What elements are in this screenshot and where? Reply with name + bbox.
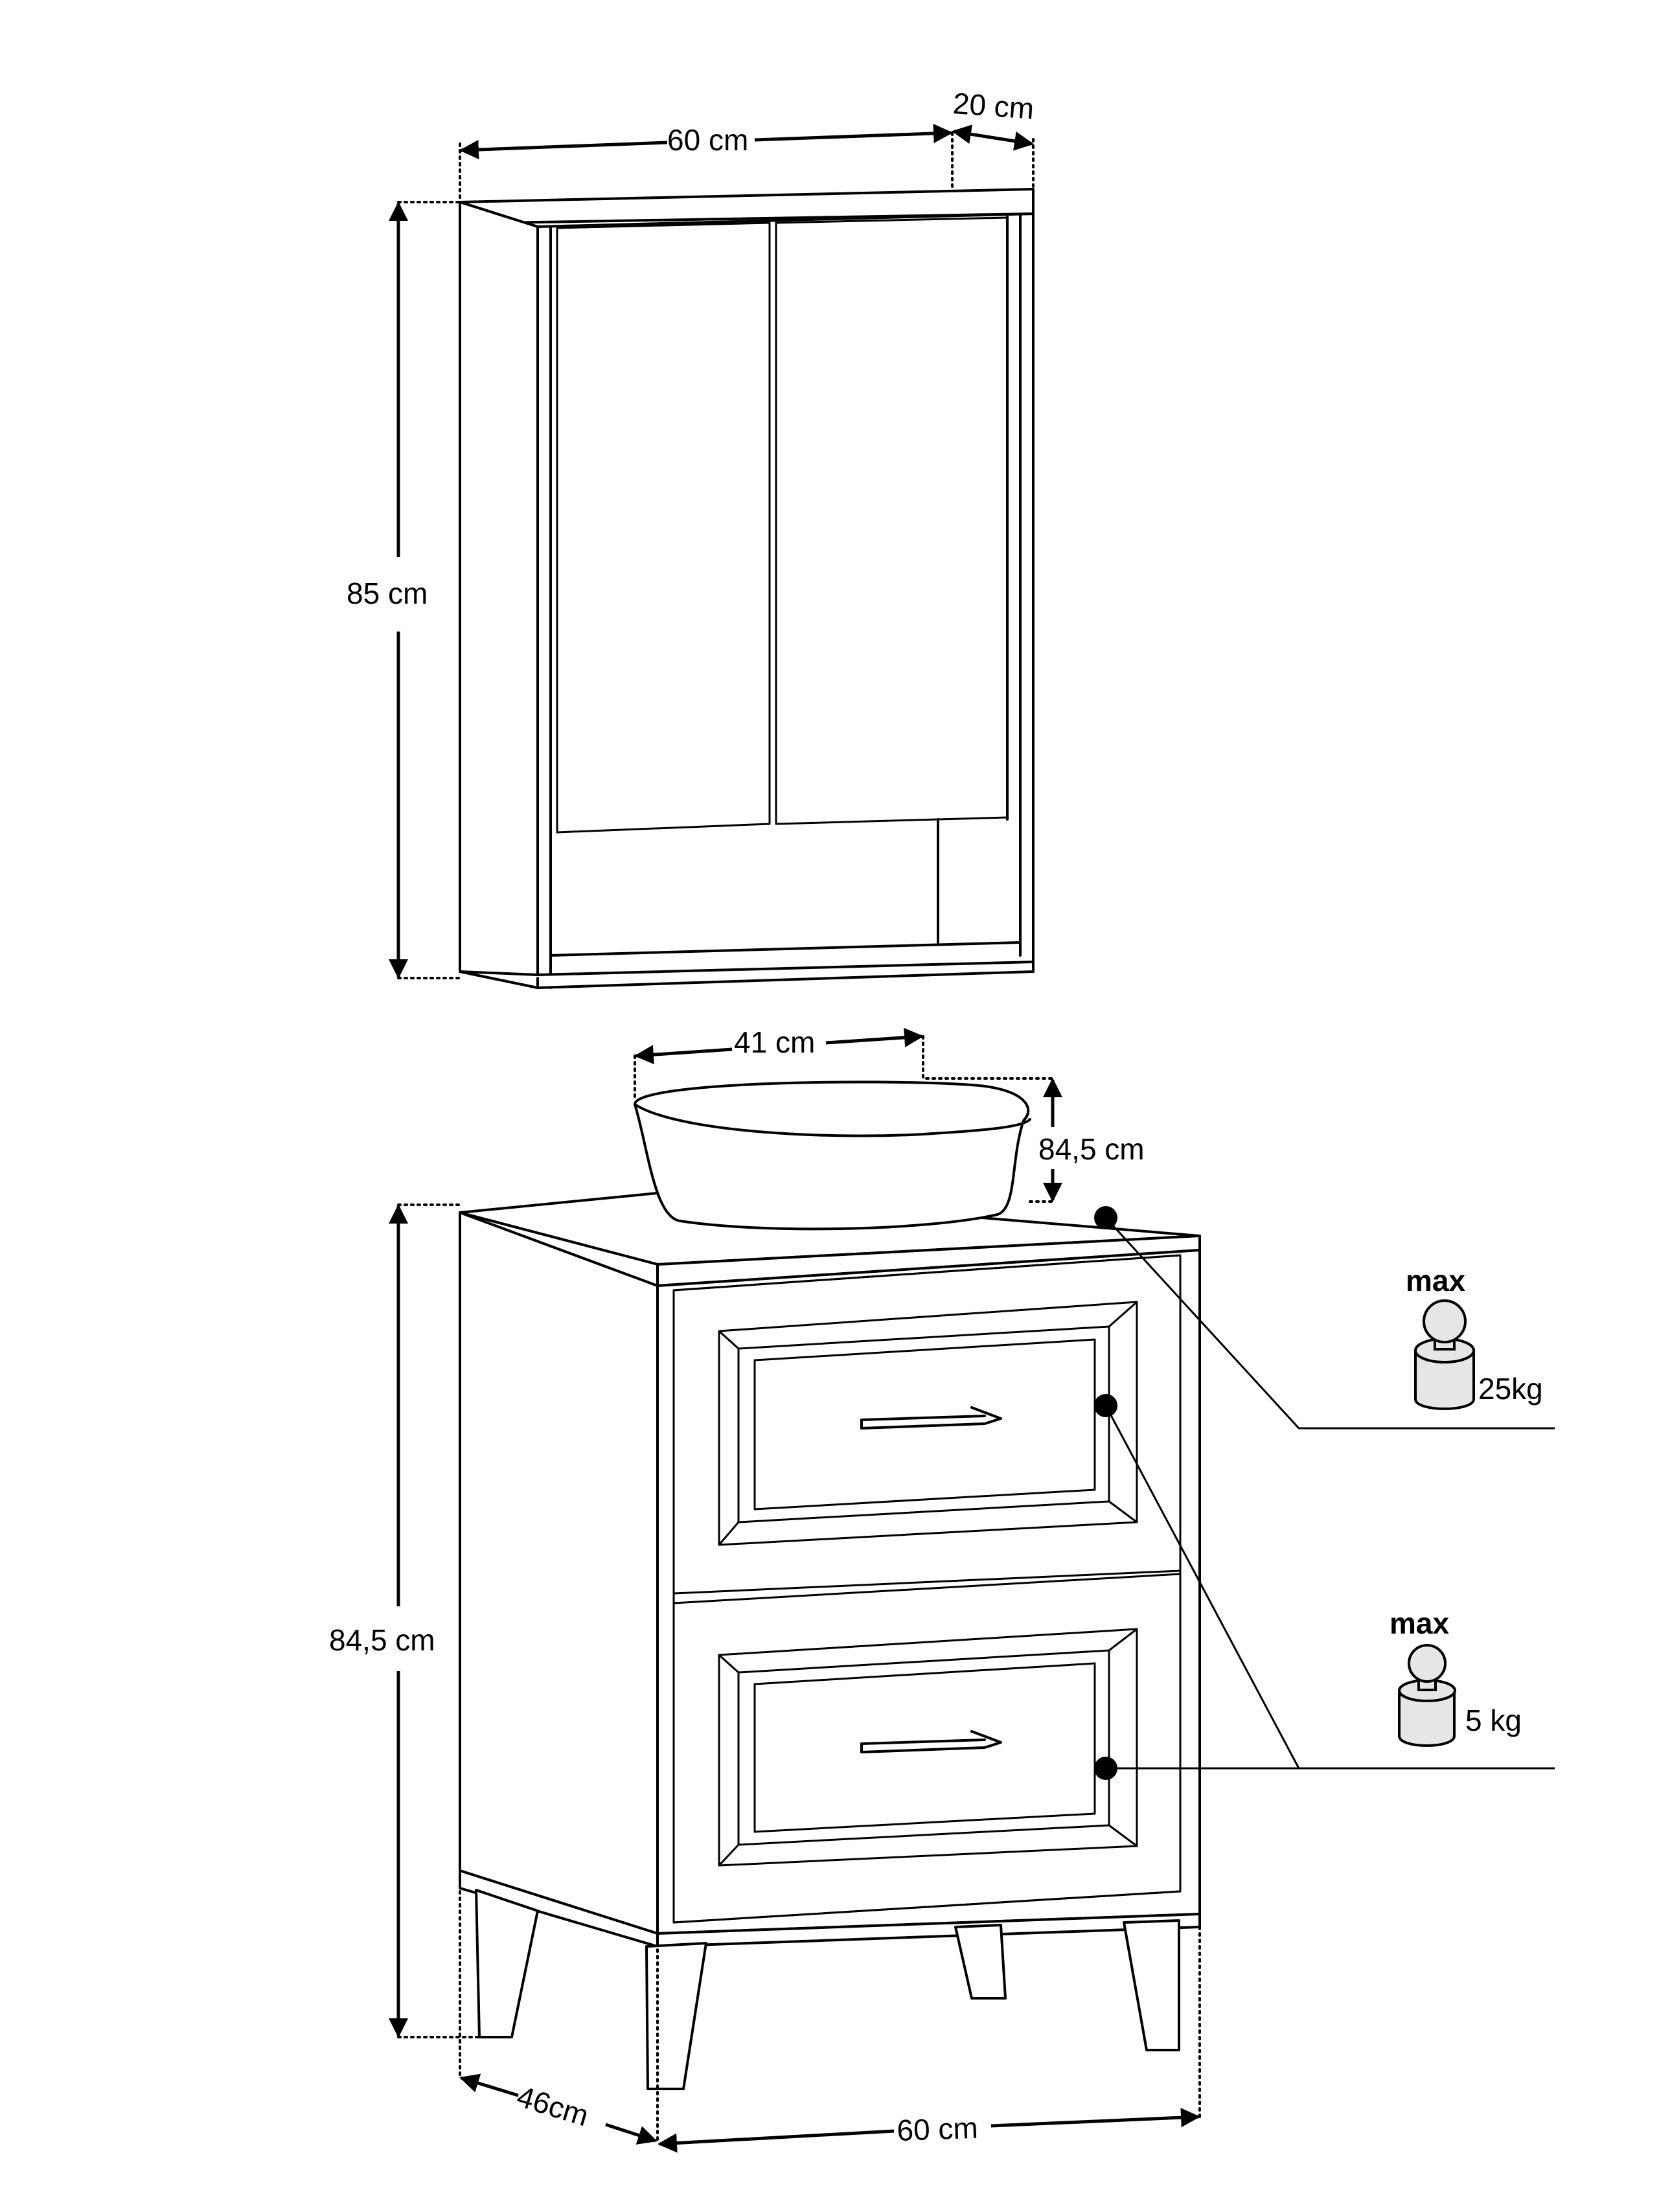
- basin-width-dimension: 41 cm: [634, 1025, 924, 1102]
- vanity-depth-label: 46cm: [513, 2079, 593, 2133]
- vanity-height-label: 84,5 cm: [329, 1623, 435, 1657]
- weight-icon-top: max 25kg: [1406, 1264, 1543, 1410]
- weight-icon-drawer: max 5 kg: [1390, 1606, 1522, 1747]
- top-load-callout: [1094, 1206, 1555, 1430]
- drawer-load-callout: [1094, 1394, 1555, 1780]
- cabinet-width-dimension: 60 cm: [459, 123, 954, 203]
- drawer-handle-top: [860, 1406, 1002, 1430]
- wall-cabinet: [459, 188, 1035, 989]
- basin-height-label: 84,5 cm: [1038, 1132, 1145, 1166]
- vanity-height-dimension: 84,5 cm: [329, 1203, 481, 2038]
- cabinet-height-dimension: 85 cm: [347, 201, 461, 979]
- drawer-max-weight: 5 kg: [1465, 1704, 1522, 1737]
- vanity-legs: [475, 1889, 1180, 2090]
- vanity: [459, 1191, 1201, 2090]
- basin-width-label: 41 cm: [734, 1025, 815, 1059]
- cabinet-depth-dimension: 20 cm: [952, 86, 1035, 190]
- top-max-label: max: [1406, 1264, 1465, 1297]
- top-max-weight: 25kg: [1478, 1372, 1543, 1406]
- cabinet-right-door: [775, 216, 1009, 825]
- cabinet-height-label: 85 cm: [347, 576, 428, 610]
- cabinet-width-label: 60 cm: [667, 123, 748, 157]
- drawer-top: [672, 1254, 1182, 1595]
- drawer-max-label: max: [1390, 1606, 1449, 1640]
- vanity-width-dimension: 60 cm: [658, 1926, 1201, 2153]
- cabinet-depth-label: 20 cm: [952, 86, 1035, 126]
- drawer-handle-bottom: [860, 1730, 1002, 1753]
- vanity-width-label: 60 cm: [897, 2111, 979, 2147]
- vessel-basin: [634, 1080, 1031, 1231]
- basin-height-dimension: 84,5 cm: [925, 1077, 1145, 1203]
- drawer-bottom: [672, 1573, 1182, 1924]
- cabinet-left-door: [556, 222, 771, 834]
